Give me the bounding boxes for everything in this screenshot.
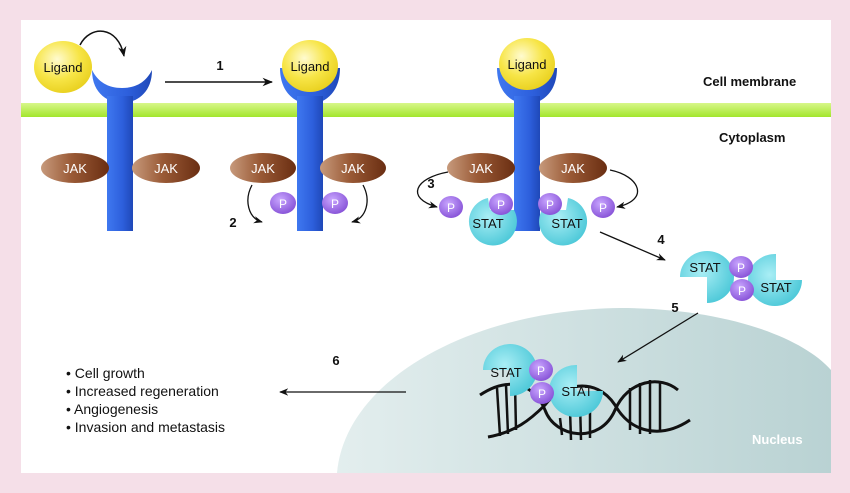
stat-bound-b: [549, 364, 603, 417]
jak-label: JAK: [63, 161, 87, 176]
binding-arrow: [79, 30, 127, 58]
stat-label: STAT: [689, 260, 720, 275]
p-label: P: [737, 261, 745, 275]
outcome-item: • Increased regeneration: [66, 383, 219, 399]
receptor-unbound: [92, 70, 152, 231]
stat-dimer-a: [680, 251, 734, 303]
phosphate-bound-a: [529, 359, 553, 381]
p-label: P: [599, 201, 607, 215]
p-label: P: [279, 197, 287, 211]
stat-label: STAT: [490, 365, 521, 380]
cell-membrane: [21, 103, 831, 117]
outcome-item: • Angiogenesis: [66, 401, 158, 417]
step-1-label: 1: [216, 58, 223, 73]
step-2-arrow-right: [351, 184, 368, 224]
jak-1a: [41, 153, 109, 183]
step-2-label: 2: [229, 215, 236, 230]
step-4-label: 4: [657, 232, 665, 247]
ligand-bound-2: [282, 40, 338, 92]
stat-label: STAT: [561, 384, 592, 399]
jak-label: JAK: [561, 161, 585, 176]
step-3-arrow-right: [609, 169, 639, 209]
ligand-label: Ligand: [290, 59, 329, 74]
p-label: P: [546, 198, 554, 212]
p-label: P: [738, 284, 746, 298]
jak-label: JAK: [251, 161, 275, 176]
phosphate-dimer-b: [730, 279, 754, 301]
p-label: P: [331, 197, 339, 211]
phosphate-2b: [322, 192, 348, 214]
stat-label: STAT: [472, 216, 503, 231]
jak-3a: [447, 153, 515, 183]
ligand-bound-3: [499, 38, 555, 90]
step-2-arrow-left: [247, 184, 263, 224]
jak-2b: [320, 153, 386, 183]
cytoplasm-label: Cytoplasm: [719, 130, 785, 145]
stat-label: STAT: [760, 280, 791, 295]
jak-label: JAK: [154, 161, 178, 176]
phosphate-3c: [538, 193, 562, 215]
phosphate-3b: [489, 193, 513, 215]
ligand-free: [34, 41, 92, 93]
phosphate-dimer-a: [729, 256, 753, 278]
phosphate-2a: [270, 192, 296, 214]
jak-3b: [539, 153, 607, 183]
step-3-label: 3: [427, 176, 434, 191]
jak-1b: [132, 153, 200, 183]
nucleus-label: Nucleus: [752, 432, 803, 447]
stat-label: STAT: [551, 216, 582, 231]
ligand-label: Ligand: [507, 57, 546, 72]
step-5-arrow: [617, 312, 699, 363]
stat-dimer-b: [748, 253, 802, 306]
ligand-free-label: Ligand: [43, 60, 82, 75]
phosphate-bound-b: [530, 382, 554, 404]
p-label: P: [497, 198, 505, 212]
p-label: P: [447, 201, 455, 215]
step-3-arrow-left: [416, 171, 449, 209]
p-label: P: [537, 364, 545, 378]
stat-bound-a: [483, 344, 537, 396]
stat-3b: [539, 198, 588, 246]
phosphate-3d: [591, 196, 615, 218]
outcome-item: • Cell growth: [66, 365, 145, 381]
p-label: P: [538, 387, 546, 401]
step-6-label: 6: [332, 353, 339, 368]
step-5-label: 5: [671, 300, 678, 315]
jak-label: JAK: [341, 161, 365, 176]
jak-2a: [230, 153, 296, 183]
step-4-arrow: [599, 231, 666, 261]
jak-label: JAK: [469, 161, 493, 176]
nucleus: [337, 308, 831, 473]
stat-3a: [468, 198, 517, 246]
outcomes-list: • Cell growth • Increased regeneration •…: [66, 365, 225, 435]
cell-membrane-label: Cell membrane: [703, 74, 796, 89]
phosphate-3a: [439, 196, 463, 218]
outcome-item: • Invasion and metastasis: [66, 419, 225, 435]
